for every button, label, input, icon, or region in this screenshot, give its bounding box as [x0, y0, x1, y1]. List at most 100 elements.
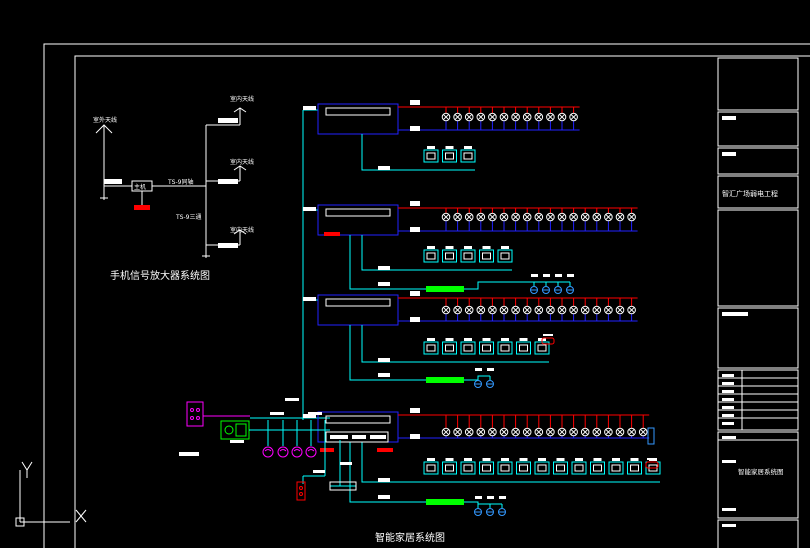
lamp-icon	[488, 112, 497, 122]
lamp-icon	[592, 305, 602, 315]
lamp-cross	[547, 428, 554, 436]
lamp-icon	[464, 112, 474, 122]
main-bus	[250, 109, 330, 420]
lamp-cross	[512, 213, 519, 221]
panel-icon	[497, 341, 513, 355]
lamp-cross	[628, 428, 635, 436]
signal-tag	[410, 434, 420, 439]
panel-label-tag	[501, 458, 509, 461]
panel-icon	[534, 461, 550, 475]
panel-screen	[500, 252, 510, 260]
lamp-icon	[534, 305, 544, 315]
indoor-antenna-label-2: 室内天线	[230, 158, 254, 166]
hub-device	[329, 481, 357, 491]
sensor-bus	[464, 281, 570, 290]
lamp-cross	[500, 113, 508, 121]
lamp-cross	[535, 113, 542, 121]
lamp-icon	[615, 305, 625, 315]
power-tag	[410, 408, 420, 413]
panel-icon	[460, 461, 476, 475]
lamp-cross	[628, 213, 635, 221]
lamp-cross	[616, 428, 624, 436]
amp-white-tags	[104, 118, 238, 248]
lamp-icon	[453, 427, 462, 437]
controller-module	[325, 208, 391, 217]
lamp-icon	[627, 427, 636, 437]
lamp-cross	[442, 113, 450, 121]
lamp-cross	[489, 113, 496, 121]
lamp-cross	[535, 213, 542, 221]
signal-tag	[410, 317, 420, 322]
panel-icon	[442, 249, 457, 263]
sensor-icon	[498, 508, 506, 516]
lamp-icon	[627, 305, 636, 315]
lamp-icon	[557, 212, 567, 222]
lamp-icon	[546, 212, 555, 222]
lamp-icon	[522, 305, 532, 315]
controller-module	[325, 298, 391, 307]
lamp-cross	[524, 428, 531, 436]
panel-label-tag	[630, 458, 639, 461]
panel-screen	[426, 344, 436, 352]
controller-module	[325, 415, 391, 424]
sensor-tag	[487, 496, 494, 499]
lamp-cross	[640, 428, 647, 436]
lamp-icon	[615, 427, 625, 437]
alarm-tag	[543, 334, 553, 336]
lamp-cross	[582, 306, 589, 314]
lamp-icon	[604, 212, 613, 222]
lamp-icon	[476, 427, 486, 437]
controller-frame	[317, 294, 399, 326]
lamp-icon	[546, 305, 555, 315]
host-label: 主机	[134, 183, 146, 191]
controller-module	[325, 107, 391, 116]
lamp-icon	[580, 427, 590, 437]
lamp-cross	[570, 113, 577, 121]
lamp-icon	[638, 427, 648, 437]
lamp-icon	[499, 212, 509, 222]
lamp-icon	[453, 305, 462, 315]
panel-icon	[479, 341, 494, 355]
lamp-cross	[582, 213, 589, 221]
lamp-icon	[557, 427, 567, 437]
floor-groups	[303, 100, 661, 516]
lamp-cross	[593, 428, 600, 436]
green-module	[426, 499, 464, 505]
controller-frame	[317, 204, 399, 236]
panel-screen	[482, 464, 491, 472]
lamp-icon	[499, 427, 509, 437]
panel-icon	[516, 461, 531, 475]
lamp-cross	[454, 113, 461, 121]
panel-label-tag	[445, 338, 454, 341]
main-diagram-title: 智能家居系统图	[375, 531, 445, 544]
panel-bus	[361, 235, 512, 271]
panel-tag	[378, 478, 390, 482]
floor-group-3	[303, 291, 638, 388]
lamp-cross	[524, 306, 531, 314]
green-bus	[349, 235, 426, 290]
project-name: 智汇广场弱电工程	[722, 189, 778, 198]
panel-label-tag	[427, 246, 435, 249]
lamp-icon	[488, 427, 497, 437]
green-tag	[378, 495, 390, 499]
amp-red-marker	[134, 205, 150, 210]
panel-label-tag	[427, 146, 435, 149]
sensor-icon	[474, 508, 482, 516]
signal-tag	[410, 126, 420, 131]
panel-label-tag	[445, 246, 454, 249]
alarm-icon	[541, 337, 555, 345]
lamp-icon	[534, 112, 544, 122]
lamp-icon	[441, 112, 451, 122]
remote-device	[296, 481, 306, 501]
lamp-cross	[500, 306, 508, 314]
lamp-cross	[477, 428, 484, 436]
panel-bus	[361, 442, 660, 483]
panel-label-tag	[445, 458, 454, 461]
lamp-icon	[453, 212, 462, 222]
sensor-icon	[566, 286, 574, 294]
lamp-icon	[488, 305, 497, 315]
lamp-cross	[442, 428, 450, 436]
lamp-icon	[511, 112, 520, 122]
title-block	[717, 57, 799, 548]
outer-frame	[43, 43, 810, 548]
